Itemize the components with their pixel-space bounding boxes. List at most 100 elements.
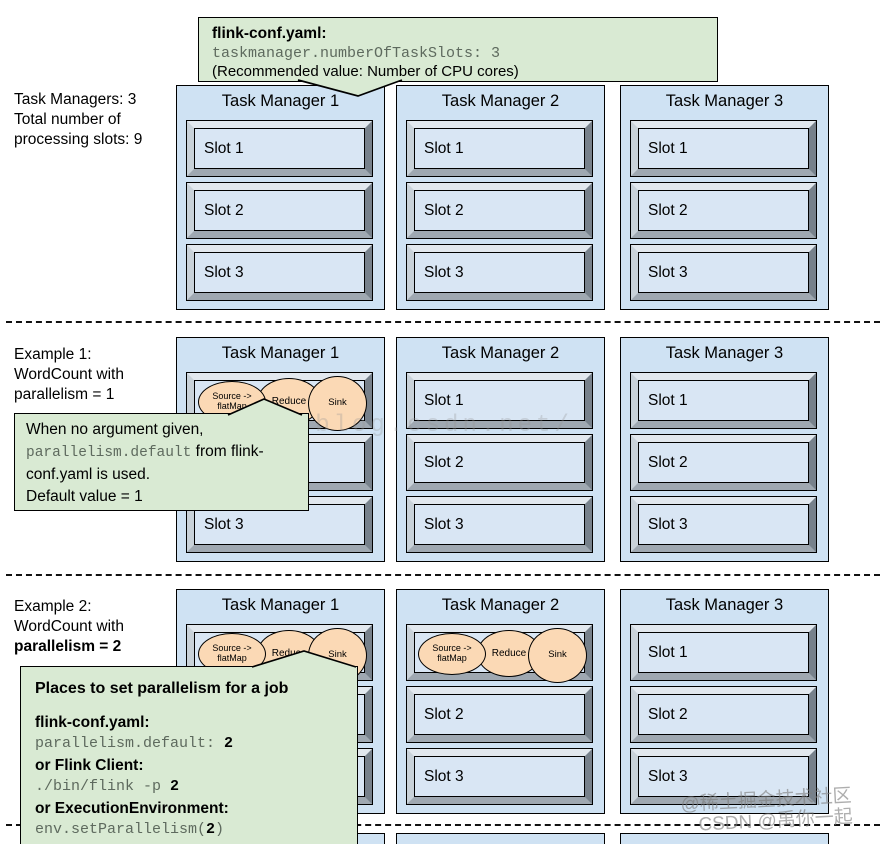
slot: Slot 3 bbox=[630, 496, 817, 553]
slot: Slot 1 bbox=[406, 120, 593, 177]
slot: Slot 1 bbox=[406, 372, 593, 429]
task-manager-title: Task Manager 3 bbox=[665, 92, 784, 110]
slot-label: Slot 2 bbox=[424, 201, 464, 219]
slot-label: Slot 1 bbox=[648, 139, 688, 157]
dashed-separator bbox=[6, 824, 880, 826]
slot: Slot 2 bbox=[406, 182, 593, 239]
slot: Slot 3 bbox=[186, 244, 373, 301]
slot-label: Slot 1 bbox=[424, 391, 464, 409]
task-manager-title: Task Manager 3 bbox=[665, 344, 784, 362]
task-manager-title: Task Manager 1 bbox=[221, 92, 340, 110]
slot: Slot 3 bbox=[406, 244, 593, 301]
config-callout: flink-conf.yaml: taskmanager.numberOfTas… bbox=[198, 17, 718, 82]
dashed-separator bbox=[6, 574, 880, 576]
slot-label: Slot 2 bbox=[424, 453, 464, 471]
example1-callout: When no argument given, parallelism.defa… bbox=[14, 413, 309, 511]
config-callout-code: taskmanager.numberOfTaskSlots: 3 bbox=[212, 45, 501, 62]
slot: Slot 1 bbox=[186, 120, 373, 177]
task-manager-title: Task Manager 1 bbox=[221, 344, 340, 362]
task-manager-title: Task Manager 2 bbox=[441, 92, 560, 110]
summary-line: Task Managers: 3 bbox=[14, 91, 137, 108]
summary-line: Total number of bbox=[14, 111, 121, 128]
slot: Slot 2 bbox=[406, 434, 593, 491]
task-manager-box: Task Manager 2 Source ->flatMap Reduce S… bbox=[396, 589, 605, 814]
slot-label: Slot 2 bbox=[648, 201, 688, 219]
task-manager-box: Task Manager 3 Slot 1 Slot 2 Slot 3 bbox=[620, 589, 829, 814]
task-manager-title: Task Manager 2 bbox=[441, 596, 560, 614]
example2-env-label: or ExecutionEnvironment: bbox=[35, 799, 229, 817]
slot-label: Slot 3 bbox=[204, 515, 244, 533]
example2-label: Example 2: WordCount with parallelism = … bbox=[14, 597, 124, 657]
dashed-separator bbox=[6, 321, 880, 323]
example2-client-label: or Flink Client: bbox=[35, 756, 144, 774]
operator-sink: Sink bbox=[308, 376, 367, 431]
example2-callout-title: Places to set parallelism for a job bbox=[35, 680, 289, 697]
example2-line: Example 2: bbox=[14, 598, 92, 615]
slot: Slot 2 bbox=[630, 686, 817, 743]
slot-label: Slot 1 bbox=[648, 391, 688, 409]
slot: Slot 3 bbox=[630, 748, 817, 805]
example1-line: parallelism = 1 bbox=[14, 386, 115, 403]
example2-line: WordCount with bbox=[14, 618, 124, 635]
slot: Slot 3 bbox=[406, 496, 593, 553]
example2-line: parallelism = 2 bbox=[14, 638, 122, 655]
example1-callout-line: Default value = 1 bbox=[26, 487, 143, 505]
slot-label: Slot 1 bbox=[648, 643, 688, 661]
slot-label: Slot 2 bbox=[424, 705, 464, 723]
config-callout-tail bbox=[297, 79, 403, 97]
slot: Slot 2 bbox=[406, 686, 593, 743]
slot-label: Slot 3 bbox=[648, 767, 688, 785]
slot: Slot 1 bbox=[630, 372, 817, 429]
slot-label: Slot 3 bbox=[424, 263, 464, 281]
slot-label: Slot 3 bbox=[204, 263, 244, 281]
task-manager-box: Task Manager 2 Slot 1 Slot 2 Slot 3 bbox=[396, 85, 605, 310]
slot-label: Slot 1 bbox=[204, 139, 244, 157]
example1-callout-tail bbox=[227, 398, 303, 416]
task-manager-box: Task Manager 1 Slot 1 Slot 2 Slot 3 bbox=[176, 85, 385, 310]
summary-line: processing slots: 9 bbox=[14, 131, 143, 148]
task-manager-title: Task Manager 2 bbox=[441, 344, 560, 362]
task-manager-title: Task Manager 3 bbox=[665, 596, 784, 614]
example2-conf-code: parallelism.default: 2 bbox=[35, 735, 234, 752]
example1-line: Example 1: bbox=[14, 346, 92, 363]
slot: Slot 3 bbox=[630, 244, 817, 301]
slot-with-operators: Source ->flatMap Reduce Sink bbox=[406, 624, 593, 683]
slot-label: Slot 3 bbox=[424, 767, 464, 785]
slot-label: Slot 3 bbox=[648, 515, 688, 533]
credit-watermark: @稀土掘金技术社区 CSDN @禹你一起 bbox=[680, 786, 853, 837]
slot-label: Slot 3 bbox=[424, 515, 464, 533]
config-callout-note: (Recommended value: Number of CPU cores) bbox=[212, 63, 519, 80]
example2-callout-tail bbox=[251, 650, 357, 668]
task-manager-box: Task Manager 2 Slot 1 Slot 2 Slot 3 bbox=[396, 337, 605, 562]
operator-source-flatmap: Source ->flatMap bbox=[418, 633, 486, 675]
slot-with-operators: Source ->flatMap Reduce Sink bbox=[186, 372, 373, 431]
example1-callout-line: parallelism.default from flink- bbox=[26, 442, 264, 461]
task-manager-box-partial bbox=[396, 833, 605, 844]
slot: Slot 1 bbox=[630, 624, 817, 681]
task-manager-box: Task Manager 3 Slot 1 Slot 2 Slot 3 bbox=[620, 85, 829, 310]
example2-client-code: ./bin/flink -p 2 bbox=[35, 778, 180, 795]
slot-label: Slot 3 bbox=[648, 263, 688, 281]
slot-label: Slot 2 bbox=[204, 201, 244, 219]
slot: Slot 2 bbox=[186, 182, 373, 239]
example1-callout-line: When no argument given, bbox=[26, 421, 204, 438]
slot-label: Slot 2 bbox=[648, 705, 688, 723]
operator-sink: Sink bbox=[528, 628, 587, 683]
slot: Slot 3 bbox=[406, 748, 593, 805]
example1-line: WordCount with bbox=[14, 366, 124, 383]
task-manager-box-partial bbox=[620, 833, 829, 844]
slot-label: Slot 1 bbox=[424, 139, 464, 157]
example2-conf-label: flink-conf.yaml: bbox=[35, 713, 150, 731]
task-manager-title: Task Manager 1 bbox=[221, 596, 340, 614]
slot: Slot 2 bbox=[630, 182, 817, 239]
slot: Slot 1 bbox=[630, 120, 817, 177]
slot: Slot 2 bbox=[630, 434, 817, 491]
example2-callout: Places to set parallelism for a job flin… bbox=[20, 666, 358, 844]
example2-env-code: env.setParallelism(2) bbox=[35, 821, 225, 838]
example1-label: Example 1: WordCount with parallelism = … bbox=[14, 345, 124, 405]
config-callout-title: flink-conf.yaml: bbox=[212, 25, 327, 42]
slot-label: Slot 2 bbox=[648, 453, 688, 471]
task-manager-box: Task Manager 3 Slot 1 Slot 2 Slot 3 bbox=[620, 337, 829, 562]
summary-label: Task Managers: 3 Total number of process… bbox=[14, 90, 142, 150]
